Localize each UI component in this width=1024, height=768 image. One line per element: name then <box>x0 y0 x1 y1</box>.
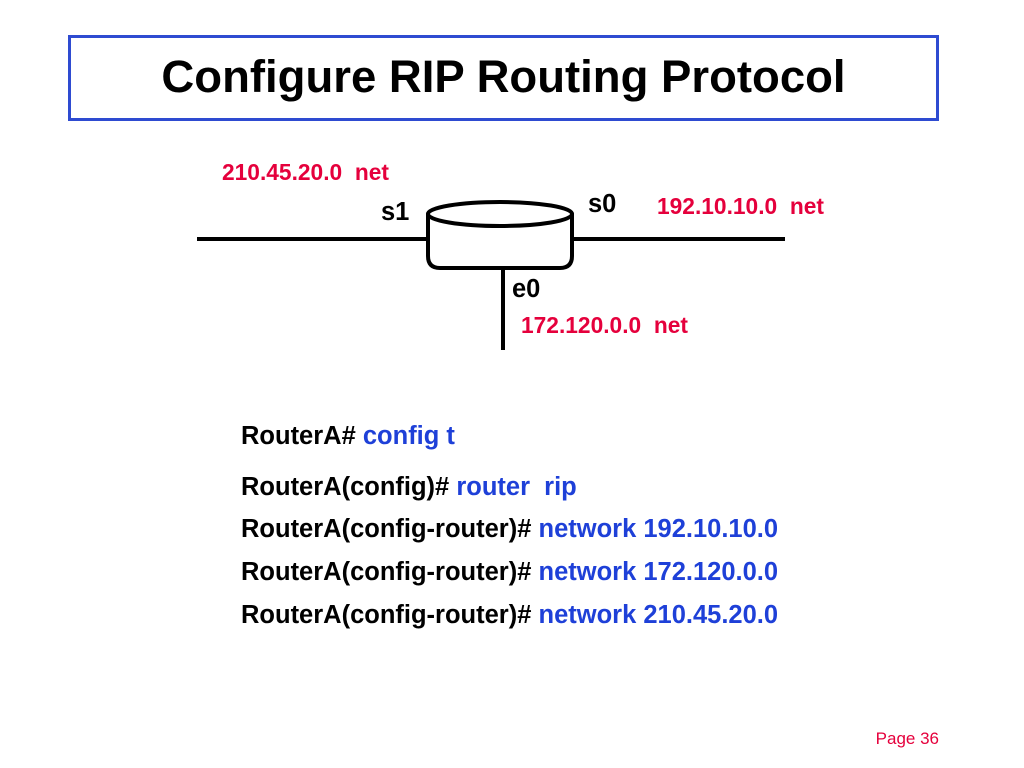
command-line: RouterA(config-router)# network 172.120.… <box>241 558 779 586</box>
interface-label-e0: e0 <box>512 275 541 303</box>
command-line: RouterA(config-router)# network 192.10.1… <box>241 515 779 543</box>
command-text: network 192.10.10.0 <box>538 515 779 543</box>
router-top <box>426 200 574 228</box>
router-body <box>426 212 574 270</box>
command-prompt: RouterA(config-router)# <box>241 515 532 543</box>
command-prompt: RouterA# <box>241 422 356 450</box>
title-box: Configure RIP Routing Protocol <box>68 35 939 121</box>
command-line: RouterA# config t <box>241 422 455 450</box>
page-number: Page 36 <box>875 729 939 748</box>
command-text: config t <box>362 422 455 450</box>
interface-label-s1: s1 <box>381 198 410 226</box>
slide-title: Configure RIP Routing Protocol <box>161 51 846 102</box>
interface-label-s0: s0 <box>588 190 617 218</box>
command-prompt: RouterA(config-router)# <box>241 558 532 586</box>
network-label-s0: 192.10.10.0 net <box>657 193 824 219</box>
command-prompt: RouterA(config-router)# <box>241 601 532 629</box>
network-label-e0: 172.120.0.0 net <box>521 312 688 338</box>
command-line: RouterA(config)# router rip <box>241 473 577 501</box>
network-label-s1: 210.45.20.0 net <box>222 159 389 185</box>
command-line: RouterA(config-router)# network 210.45.2… <box>241 601 779 629</box>
command-prompt: RouterA(config)# <box>241 473 450 501</box>
command-text: network 210.45.20.0 <box>538 601 779 629</box>
router-cylinder-icon <box>426 200 574 270</box>
command-text: router rip <box>456 473 577 501</box>
command-text: network 172.120.0.0 <box>538 558 779 586</box>
